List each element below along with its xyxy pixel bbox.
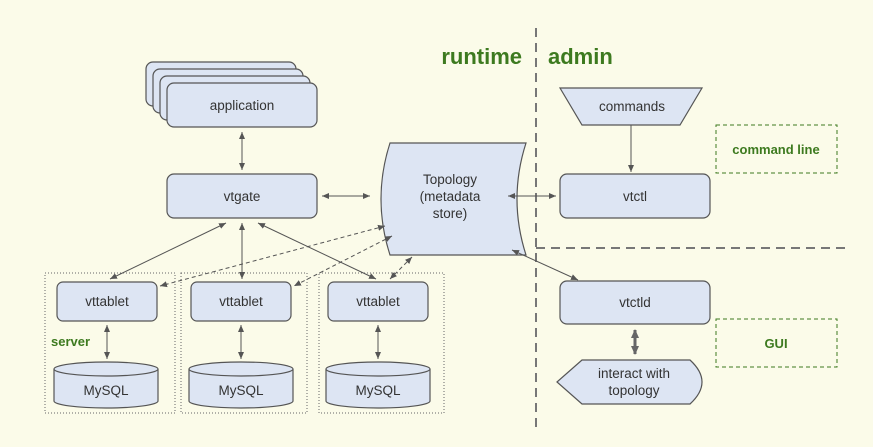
interact-label-line2: topology (608, 383, 659, 398)
vtgate-label: vtgate (224, 189, 261, 204)
vttablet-label-3: vttablet (356, 294, 400, 309)
vttablet-label-1: vttablet (85, 294, 129, 309)
edge-vtgate-vttablet-3 (257, 222, 377, 280)
application-box[interactable] (166, 82, 318, 128)
application-stack: application (145, 61, 318, 128)
edge-topology-vttablet-2 (293, 235, 393, 287)
topology-label-line3: store) (433, 206, 468, 221)
mysql-cylinder-3[interactable]: MySQL (325, 361, 431, 409)
vtctl-label: vtctl (623, 189, 647, 204)
vttablet-box-1[interactable] (56, 281, 158, 322)
application-label: application (210, 98, 275, 113)
commands-shape[interactable] (558, 87, 704, 126)
mysql-label-3: MySQL (355, 383, 401, 398)
server-group-3 (318, 272, 445, 414)
gui-label: GUI (764, 336, 787, 351)
vtctld-label: vtctld (619, 295, 651, 310)
commands-label: commands (599, 99, 665, 114)
vtctl-box[interactable] (559, 173, 711, 219)
runtime-heading: runtime (441, 44, 522, 69)
edge-topology-vttablet-1 (159, 224, 386, 288)
command-line-label: command line (732, 142, 819, 157)
mysql-label-2: MySQL (218, 383, 264, 398)
interact-label-line1: interact with (598, 366, 670, 381)
admin-heading: admin (548, 44, 613, 69)
vtctld-box[interactable] (559, 280, 711, 325)
edge-vtgate-vttablet-1 (109, 222, 227, 280)
mysql-label-1: MySQL (83, 383, 129, 398)
edge-topology-vtctld (511, 249, 579, 281)
vtgate-box[interactable] (166, 173, 318, 219)
vttablet-label-2: vttablet (219, 294, 263, 309)
topology-label-line2: (metadata (420, 189, 481, 204)
interact-display-shape[interactable] (556, 359, 703, 405)
topology-label-line1: Topology (423, 172, 477, 187)
mysql-cylinder-1[interactable]: MySQL (53, 361, 159, 409)
mysql-cylinder-2[interactable]: MySQL (188, 361, 294, 409)
edge-topology-vttablet-3 (389, 256, 413, 280)
server-group-label: server (51, 334, 90, 349)
